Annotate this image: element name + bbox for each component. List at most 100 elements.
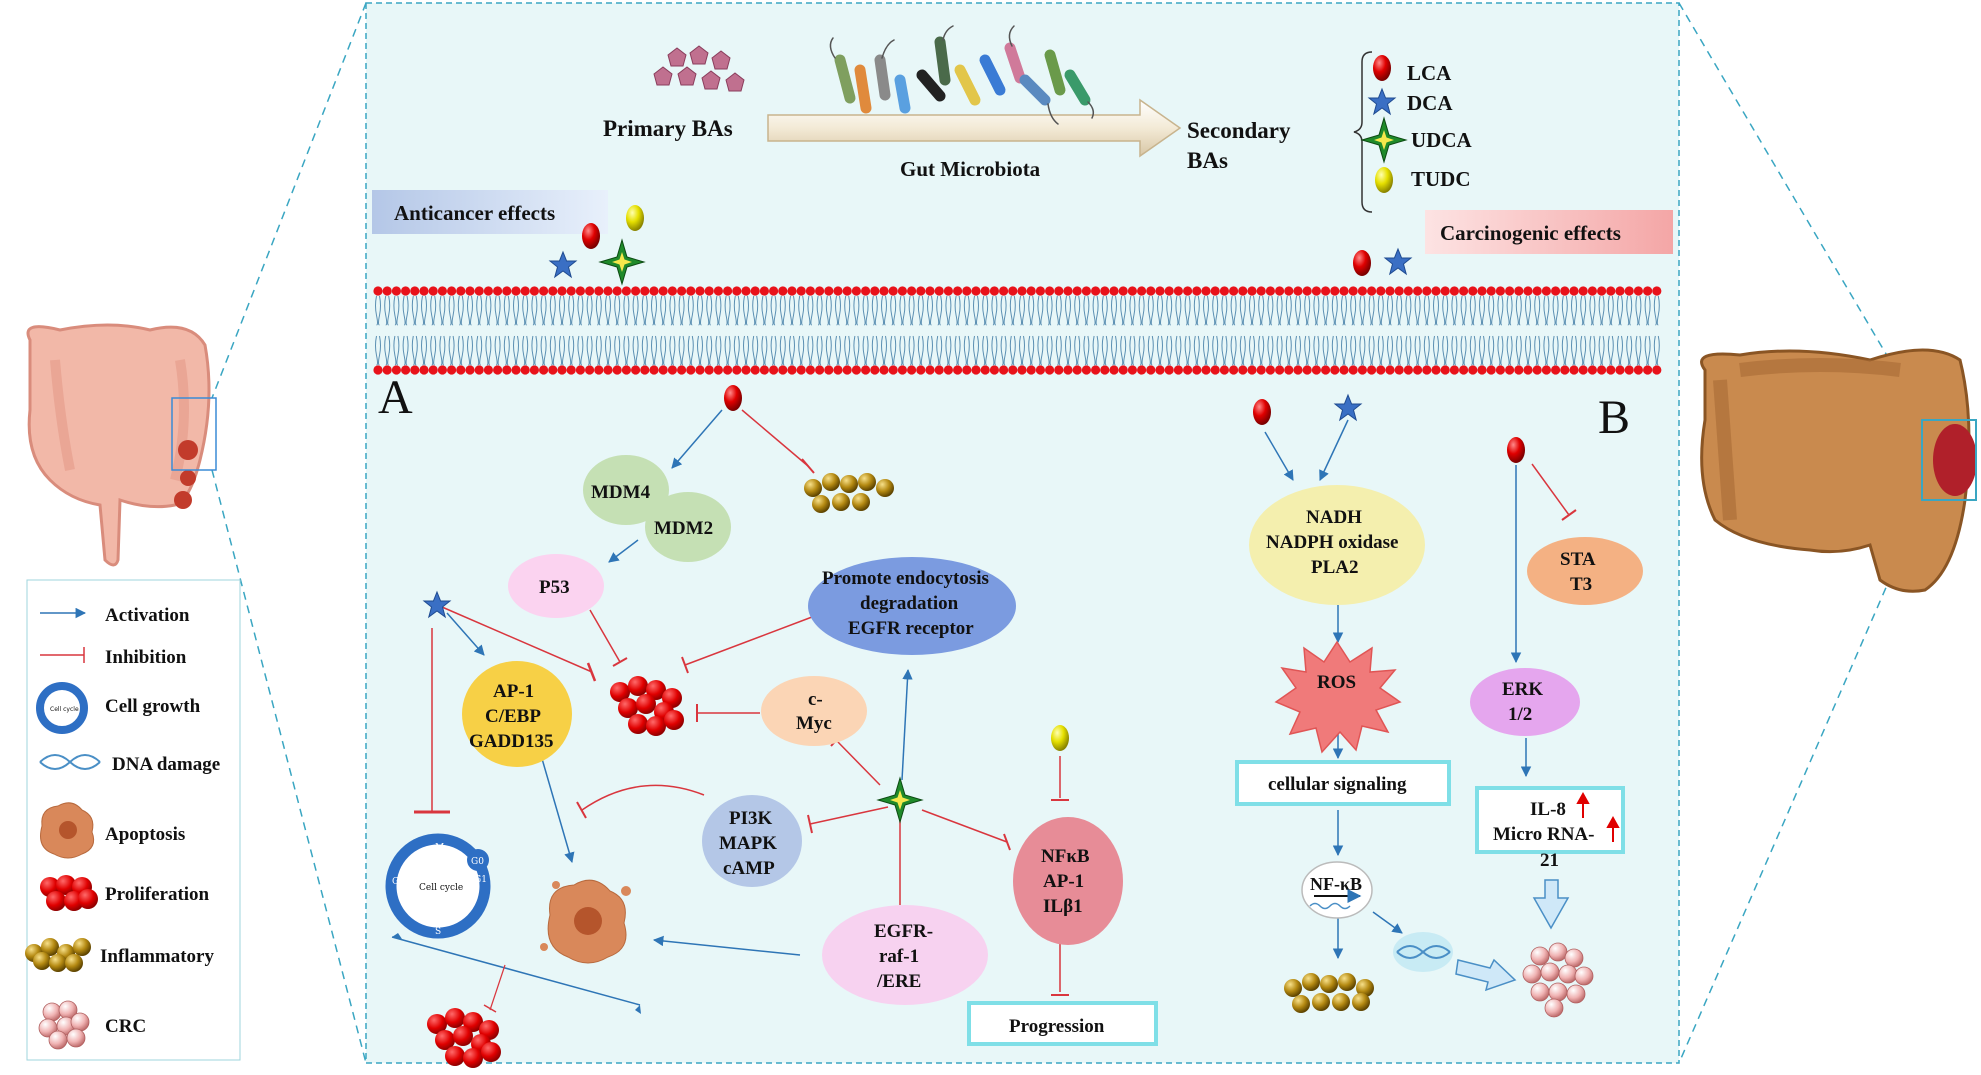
lipid-tail — [1423, 295, 1430, 326]
lipid-head — [1413, 365, 1423, 375]
lipid-head — [548, 365, 558, 375]
stat3-node — [1527, 537, 1643, 605]
bacteria-icon — [829, 25, 1095, 125]
lipid-head — [677, 286, 687, 296]
lipid-head — [1091, 286, 1101, 296]
lipid-head — [1109, 286, 1119, 296]
lipid-tail — [1405, 295, 1412, 326]
lipid-tail — [1313, 295, 1320, 326]
lipid-head — [1449, 286, 1459, 296]
lipid-head — [401, 286, 411, 296]
lipid-head — [1486, 286, 1496, 296]
lipid-head — [667, 286, 678, 296]
lipid-head — [879, 286, 889, 296]
p53-label: P53 — [539, 577, 570, 598]
lipid-head — [741, 286, 751, 296]
lipid-head — [1560, 365, 1570, 375]
lipid-tail — [1212, 295, 1219, 326]
lipid-tail — [1295, 335, 1301, 366]
lipid-tail — [1322, 335, 1329, 366]
lipid-tail — [448, 335, 455, 366]
lipid-tail — [1341, 335, 1347, 366]
lipid-head — [888, 286, 898, 296]
lipid-head — [1477, 286, 1487, 296]
lipid-tail — [1580, 335, 1587, 366]
lipid-tail — [439, 295, 446, 326]
lipid-head — [437, 365, 447, 375]
lipid-tail — [605, 335, 611, 366]
lipid-tail — [1258, 295, 1265, 326]
erk-label-1: ERK — [1502, 679, 1543, 700]
lipid-tail — [1083, 335, 1090, 366]
mdm2-label: MDM2 — [654, 518, 713, 539]
lipid-head — [1587, 286, 1597, 296]
down-block-arrow — [1532, 879, 1570, 930]
lipid-head — [1523, 365, 1533, 375]
lipid-tail — [393, 295, 400, 326]
lipid-tail — [1644, 335, 1651, 366]
lipid-tail — [660, 295, 667, 326]
lipid-head — [861, 365, 871, 375]
lipid-head — [1275, 365, 1285, 375]
lipid-tail — [1580, 295, 1587, 326]
lipid-head — [1045, 365, 1055, 375]
lipid-tail — [954, 295, 961, 326]
cell-growth-icon: Cell cycle — [36, 682, 88, 734]
lipid-head — [759, 365, 770, 375]
lipid-head — [1348, 286, 1358, 296]
lipid-head — [1017, 286, 1027, 296]
lipid-head — [769, 365, 779, 375]
lipid-head — [1339, 286, 1349, 296]
lipid-tail — [1571, 335, 1577, 366]
lipid-tail — [724, 335, 731, 366]
lipid-head — [1403, 365, 1413, 375]
lipid-tail — [1331, 295, 1338, 326]
lipid-head — [1109, 365, 1119, 375]
mdm4-label: MDM4 — [591, 482, 651, 503]
lipid-head — [529, 286, 540, 296]
lipid-tail — [927, 295, 933, 326]
lipid-head — [621, 286, 632, 296]
lipid-head — [1238, 365, 1248, 375]
lipid-head — [621, 365, 632, 375]
egfr-label-2: raf-1 — [879, 946, 919, 967]
lipid-head — [373, 286, 383, 296]
lipid-head — [1137, 365, 1147, 375]
lipid-tail — [936, 295, 943, 326]
lipid-head — [401, 365, 411, 375]
lipid-head — [474, 365, 484, 375]
lipid-tail — [1488, 295, 1495, 326]
lipid-head — [548, 286, 558, 296]
lipid-tail — [1120, 335, 1127, 366]
lipid-tail — [1644, 295, 1651, 326]
lipid-tail — [651, 335, 657, 366]
legend-apoptosis: Apoptosis — [105, 824, 185, 845]
erk-node — [1470, 668, 1580, 736]
lipid-head — [1173, 365, 1183, 375]
lipid-tail — [1055, 295, 1062, 326]
lipid-tail — [1184, 295, 1191, 326]
lipid-head — [1100, 286, 1110, 296]
lipid-tail — [1046, 335, 1053, 366]
lipid-tail — [1598, 295, 1605, 326]
lipid-head — [474, 286, 484, 296]
lipid-tail — [1313, 335, 1320, 366]
lipid-head — [833, 365, 843, 375]
lipid-tail — [1074, 335, 1081, 366]
lipid-tail — [595, 335, 602, 366]
lipid-head — [677, 365, 687, 375]
lipid-head — [658, 365, 668, 375]
lipid-tail — [899, 295, 906, 326]
lipid-head — [1201, 286, 1211, 296]
lipid-tail — [1506, 335, 1513, 366]
lipid-tail — [1239, 295, 1246, 326]
lipid-tail — [1561, 335, 1568, 366]
panel-b-label: B — [1598, 391, 1630, 444]
lipid-head — [594, 365, 604, 375]
lipid-head — [1192, 365, 1202, 375]
lipid-head — [603, 286, 613, 296]
gut-microbiota-label: Gut Microbiota — [900, 157, 1041, 181]
lipid-head — [382, 365, 392, 375]
ap1-label-2: C/EBP — [485, 706, 541, 727]
lipid-tail — [1515, 335, 1522, 366]
